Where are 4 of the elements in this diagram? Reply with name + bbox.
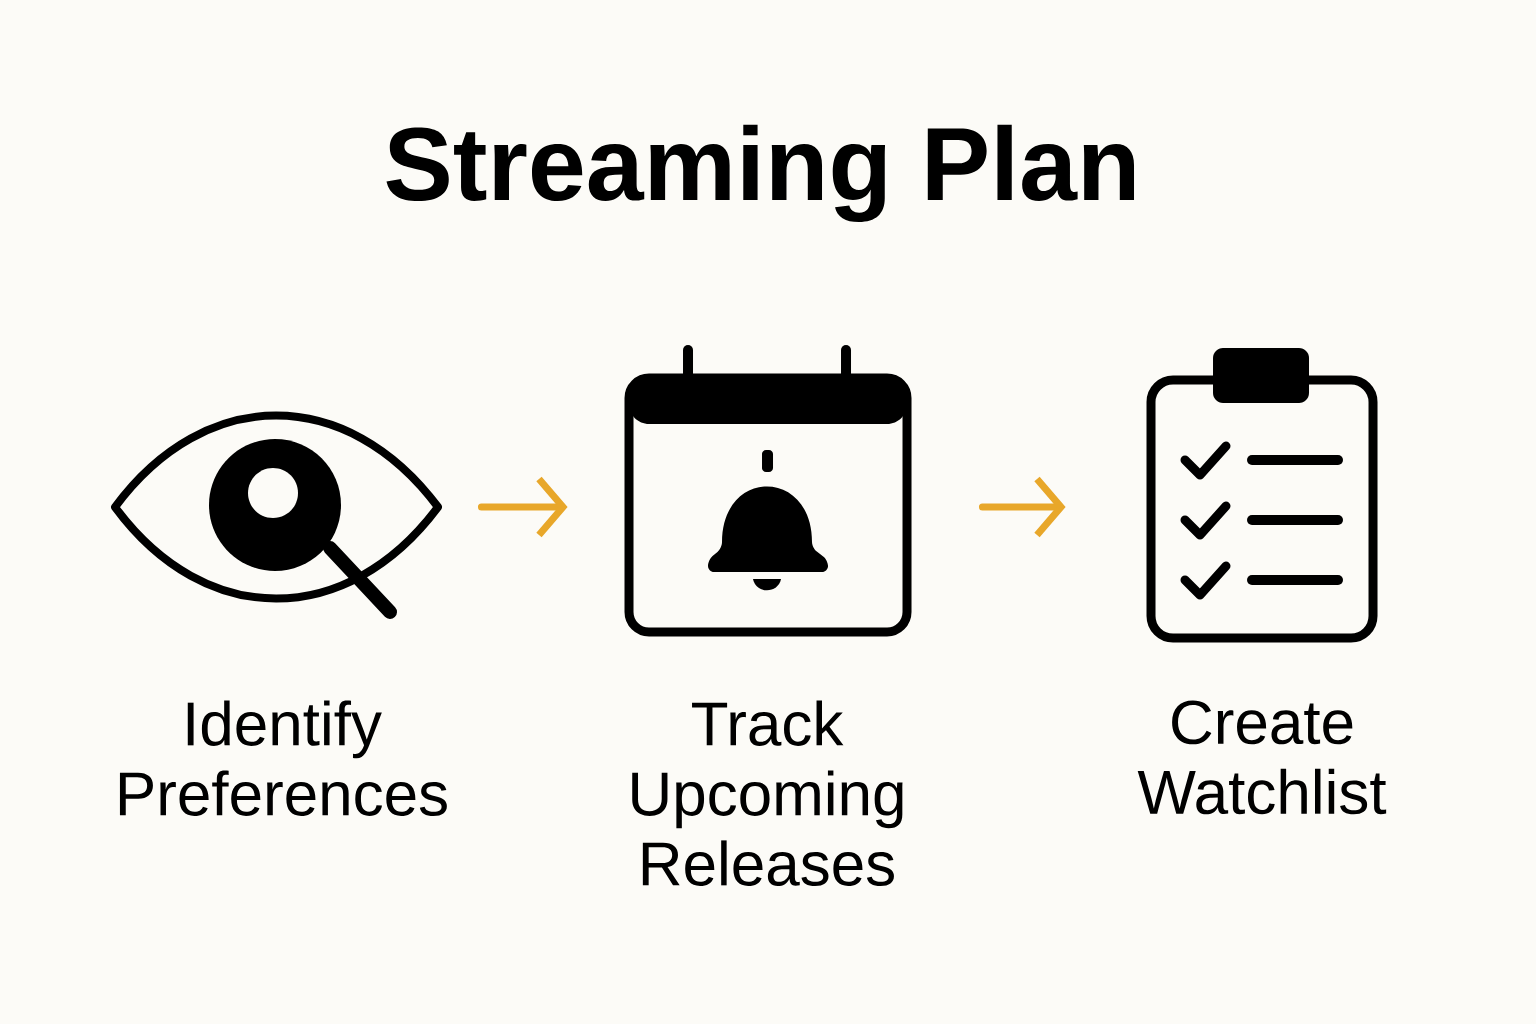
step-label: Create Watchlist [1137,700,1387,815]
step-label: Track Upcoming Releases [632,700,903,886]
step-label: Identify Preferences [119,700,447,816]
title: Streaming Plan [386,124,1134,223]
